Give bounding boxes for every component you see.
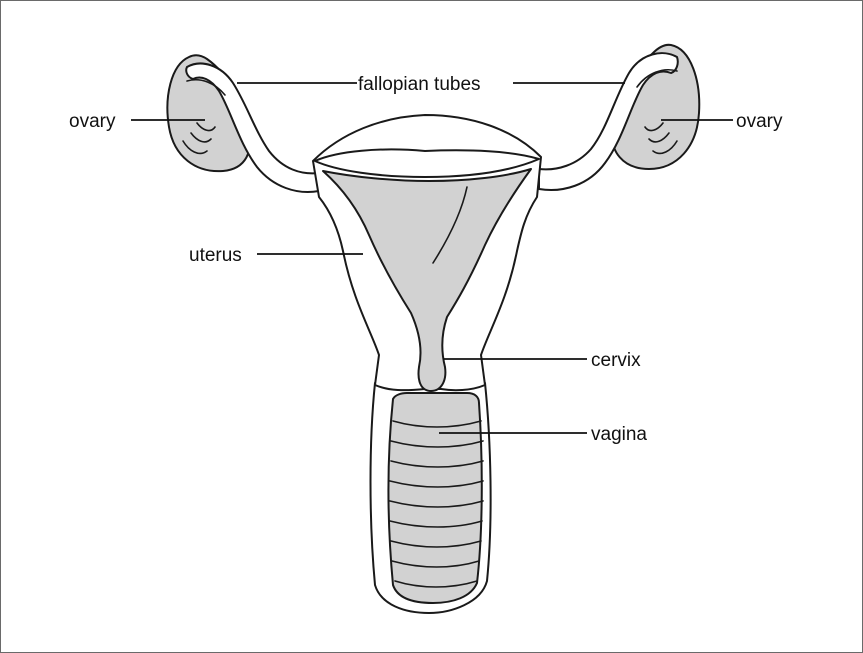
vagina-body (371, 383, 491, 613)
uterus-body (313, 115, 541, 391)
label-vagina: vagina (591, 424, 647, 445)
label-ovary-left: ovary (69, 111, 116, 132)
label-fallopian-tubes: fallopian tubes (358, 74, 481, 95)
label-cervix: cervix (591, 350, 641, 371)
label-ovary-right: ovary (736, 111, 783, 132)
label-uterus: uterus (189, 245, 242, 266)
